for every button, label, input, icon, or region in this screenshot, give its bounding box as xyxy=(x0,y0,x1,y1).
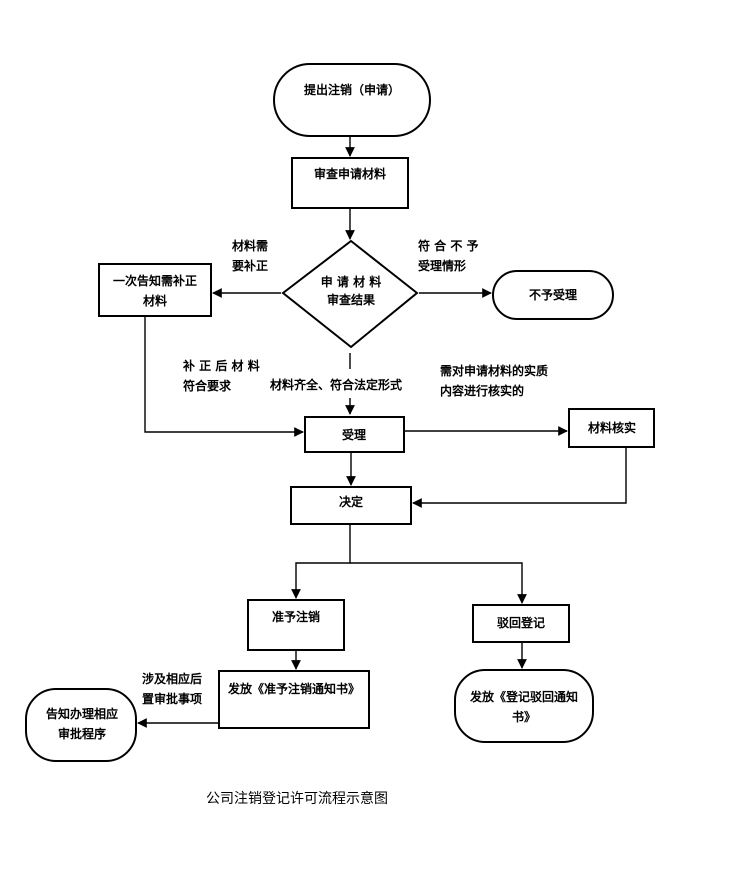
edge-label-need-supplement-2: 要补正 xyxy=(232,258,268,273)
notify-supplement-node xyxy=(98,263,212,317)
approve-node xyxy=(247,599,345,651)
decision-label-1: 申 请 材 料 xyxy=(321,274,382,289)
decide-label: 决定 xyxy=(339,494,363,509)
issue-approve-node xyxy=(218,670,370,729)
issue-deny-node xyxy=(454,669,594,743)
accept-node xyxy=(304,416,405,453)
accept-label: 受理 xyxy=(342,427,366,442)
notify-followup-label-1: 告知办理相应 xyxy=(46,706,118,721)
start-node xyxy=(273,63,431,137)
edge-label-not-meet-1: 符 合 不 予 xyxy=(418,238,479,253)
edge-supplement-accept xyxy=(144,316,304,437)
edge-label-followup-1: 涉及相应后 xyxy=(142,671,202,686)
reject-label: 不予受理 xyxy=(529,287,577,302)
review-node xyxy=(291,157,409,209)
issue-approve-label: 发放《准予注销通知书》 xyxy=(227,681,360,696)
edge-decide-approve xyxy=(291,524,351,599)
review-label: 审查申请材料 xyxy=(314,166,386,181)
decide-node xyxy=(290,486,412,525)
decision-label-2: 审查结果 xyxy=(327,292,375,307)
verify-node xyxy=(568,408,655,448)
issue-deny-label-2: 书》 xyxy=(512,709,536,724)
edge-label-need-supplement-1: 材料需 xyxy=(231,238,268,253)
approve-label: 准予注销 xyxy=(272,609,320,624)
issue-deny-label-1: 发放《登记驳回通知 xyxy=(469,689,578,704)
edge-verify-decide xyxy=(412,447,627,508)
decision-node xyxy=(281,239,419,349)
notify-followup-node xyxy=(25,688,137,762)
deny-label: 驳回登记 xyxy=(497,615,545,630)
edge-decide-deny xyxy=(350,562,527,604)
reject-node xyxy=(492,270,614,320)
edge-label-followup-2: 置审批事项 xyxy=(142,691,202,706)
edge-label-supplement-ok-2: 符合要求 xyxy=(183,378,232,393)
verify-label: 材料核实 xyxy=(587,420,636,435)
edge-label-need-verify-2: 内容进行核实的 xyxy=(440,383,524,398)
edge-label-not-meet-2: 受理情形 xyxy=(418,258,466,273)
start-label: 提出注销（申请） xyxy=(304,82,400,97)
notify-followup-label-2: 审批程序 xyxy=(58,726,106,741)
notify-supplement-label-1: 一次告知需补正 xyxy=(113,273,197,288)
notify-supplement-label-2: 材料 xyxy=(142,293,167,308)
edge-label-supplement-ok-1: 补 正 后 材 料 xyxy=(182,358,260,373)
deny-node xyxy=(472,604,570,643)
diagram-caption: 公司注销登记许可流程示意图 xyxy=(206,790,388,807)
edge-label-need-verify-1: 需对申请材料的实质 xyxy=(440,363,548,378)
edge-label-complete: 材料齐全、符合法定形式 xyxy=(269,377,402,392)
